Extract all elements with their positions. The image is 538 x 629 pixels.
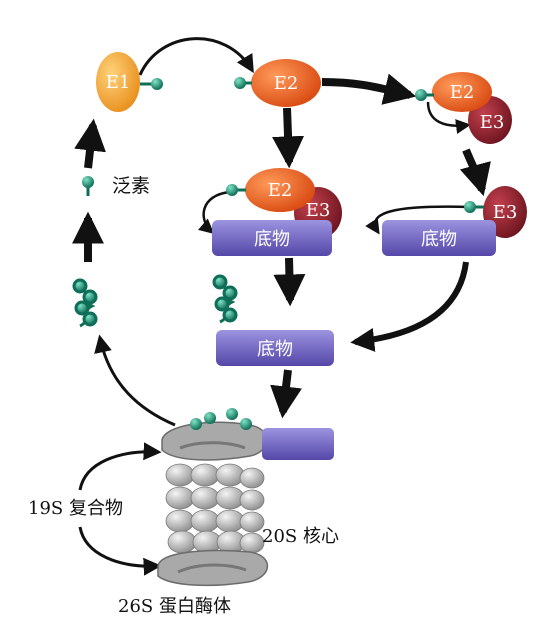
arrow-recycle-up bbox=[94, 334, 176, 427]
svg-text:E3: E3 bbox=[306, 200, 331, 221]
complex-center: 底物 bbox=[216, 330, 334, 366]
arrow-loop-left bbox=[198, 190, 231, 234]
svg-text:E2: E2 bbox=[268, 180, 293, 201]
label-20s-core: 20S 核心 bbox=[262, 526, 339, 547]
svg-text:E2: E2 bbox=[274, 73, 299, 94]
arrow-right-down bbox=[459, 148, 491, 197]
substrate-center bbox=[216, 330, 334, 366]
label-ubiquitin: 泛素 bbox=[112, 175, 150, 197]
substrate-right bbox=[382, 220, 496, 256]
substrate-in-proteasome bbox=[262, 428, 334, 460]
proteasome bbox=[157, 408, 334, 587]
svg-text:底物: 底物 bbox=[257, 339, 293, 360]
complex-left: E2 E3 底物 bbox=[212, 168, 342, 256]
enzyme-e2-e3-right: E2 E3 bbox=[415, 72, 512, 144]
enzyme-e1: E1 bbox=[96, 52, 163, 112]
ubiquitin-on-e2-left bbox=[226, 184, 238, 196]
ubiquitin-chain-left bbox=[72, 278, 98, 328]
substrate-left bbox=[212, 220, 332, 256]
arrow-ub-to-e1 bbox=[74, 118, 106, 169]
arrow-e2-down bbox=[272, 107, 305, 169]
svg-text:底物: 底物 bbox=[254, 229, 290, 250]
arrow-left-sub-down bbox=[273, 257, 306, 307]
arrow-right-sub-to-center bbox=[350, 261, 469, 352]
label-26s-proteasome: 26S 蛋白酶体 bbox=[118, 596, 231, 617]
ubiquitin-on-e3-right bbox=[464, 201, 476, 213]
arrow-19s-top bbox=[78, 442, 162, 491]
arrow-center-to-proteasome bbox=[270, 369, 302, 419]
svg-text:E2: E2 bbox=[450, 82, 475, 103]
svg-text:E3: E3 bbox=[480, 112, 505, 133]
svg-text:底物: 底物 bbox=[421, 229, 457, 250]
svg-text:E3: E3 bbox=[493, 202, 518, 223]
ubiquitin-chain-middle bbox=[212, 274, 238, 324]
svg-text:E1: E1 bbox=[106, 72, 131, 93]
arrow-loop-e2e3 bbox=[426, 101, 471, 134]
arrow-e1-to-e2 bbox=[138, 37, 254, 76]
core-20s-body bbox=[165, 463, 265, 554]
ubiquitin-on-e1 bbox=[151, 78, 163, 90]
ubiquitin-on-e2-right bbox=[415, 89, 427, 101]
arrow-loop-right bbox=[365, 205, 471, 235]
ubiquitin-free bbox=[82, 176, 94, 196]
label-19s-complex: 19S 复合物 bbox=[28, 498, 123, 519]
arrows bbox=[72, 37, 491, 576]
arrow-e2-to-e2e3 bbox=[321, 73, 417, 105]
enzyme-e2-top: E2 bbox=[234, 59, 321, 107]
complex-right: E3 底物 bbox=[382, 186, 527, 256]
ubiquitin-on-e2-top bbox=[234, 77, 246, 89]
arrow-19s-bottom bbox=[78, 526, 162, 576]
